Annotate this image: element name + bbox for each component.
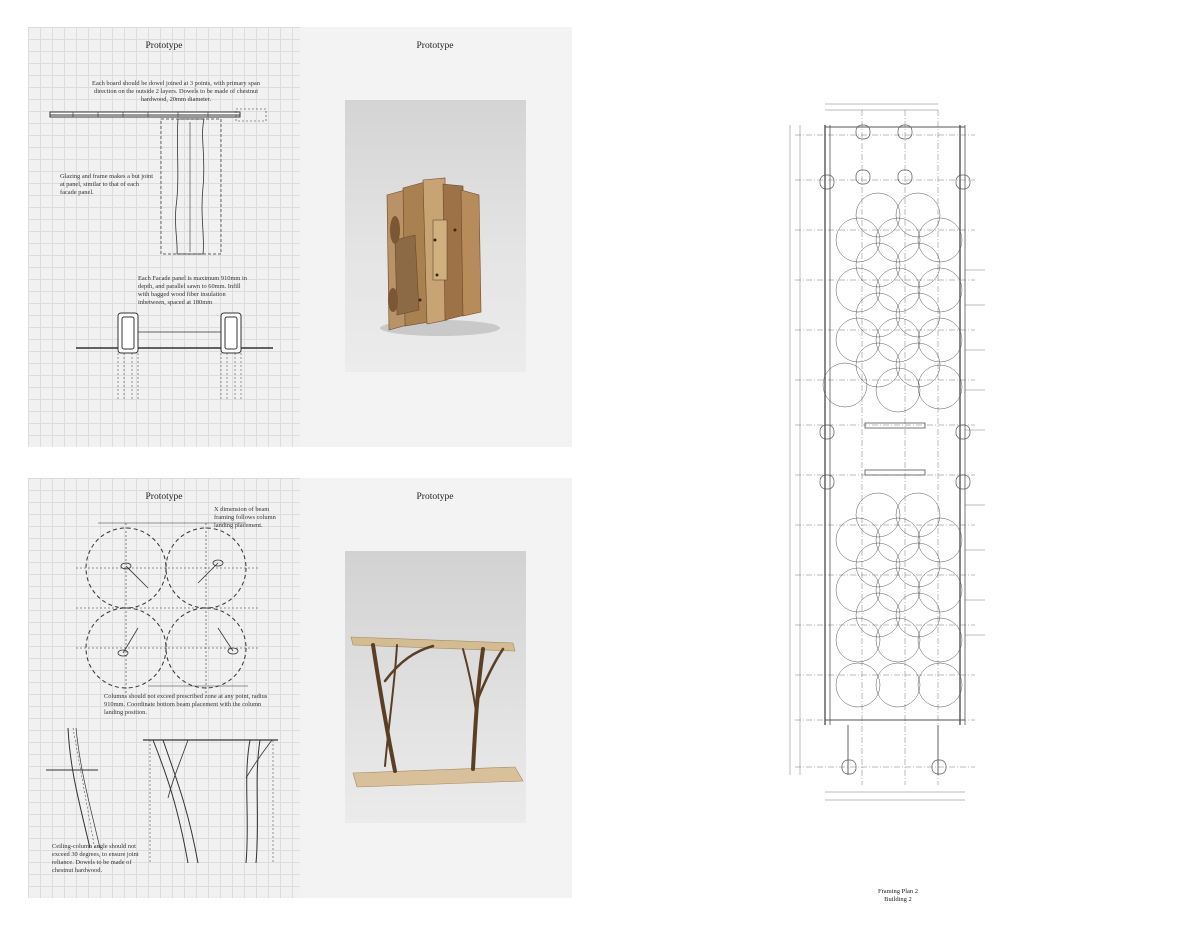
photo-column-prototype: [345, 551, 526, 823]
sheet-bottom-left: [28, 478, 300, 898]
photo-facade-prototype: [345, 100, 526, 372]
note-column: Columns should not exceed prescribed zon…: [104, 693, 268, 716]
framing-plan-drawing: [789, 103, 985, 801]
bottom-left-title: Prototype: [145, 492, 183, 502]
sheet-top-left: [28, 27, 300, 447]
note-dowel: Each board should be dowel joined at 3 p…: [92, 80, 260, 103]
facade-section-drawing: [49, 108, 273, 399]
bottom-right-title: Prototype: [416, 492, 454, 502]
wood-panel-model: [380, 177, 500, 336]
note-panel: Each Facade panel is maximum 910mm in de…: [138, 275, 247, 306]
note-beam: X dimension of beam framing follows colu…: [214, 506, 276, 529]
note-glazing: Glazing and frame makes a but joint at p…: [60, 173, 153, 196]
top-right-title: Prototype: [416, 41, 454, 51]
plan-caption-title: Framing Plan 2: [877, 888, 919, 895]
plan-caption-subtitle: Building 2: [884, 896, 912, 903]
column-zone-drawing: [46, 522, 278, 864]
branch-table-model: [350, 636, 524, 788]
top-left-title: Prototype: [145, 41, 183, 51]
note-angle: Ceiling-column angle should not exceed 3…: [52, 843, 139, 874]
